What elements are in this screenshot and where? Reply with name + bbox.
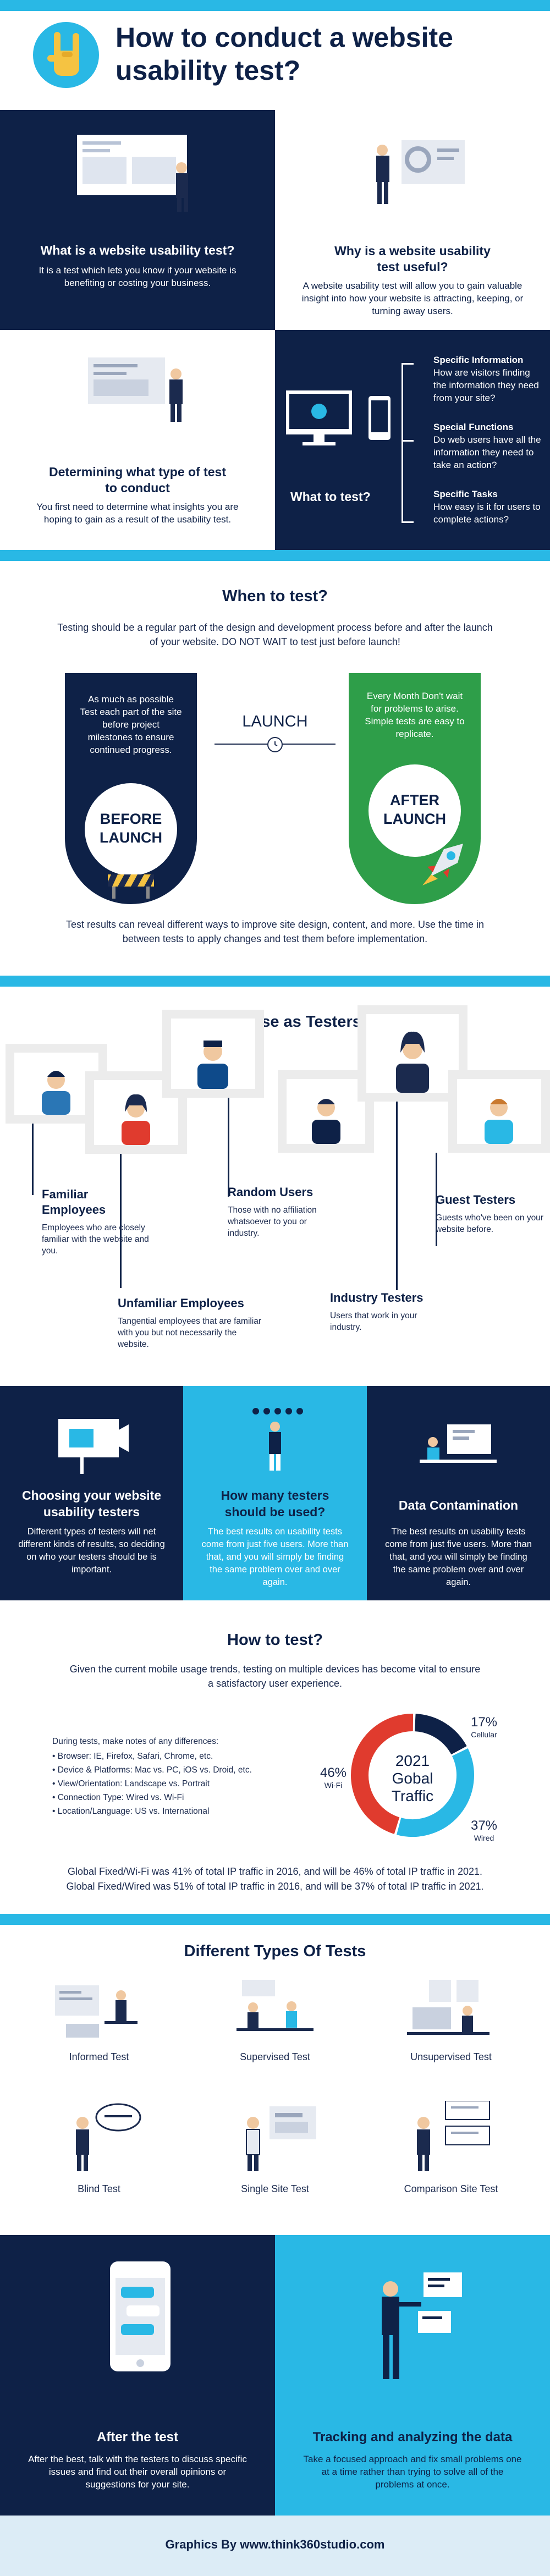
tester-group-guest: Guest Testers Guests who've been on your… [436, 1193, 543, 1234]
list-item: • View/Orientation: Landscape vs. Portra… [52, 1779, 210, 1788]
analytics-illustration [363, 135, 468, 206]
slice-cellular [414, 1714, 467, 1755]
after-launch-text: Every Month Don't wait for problems to a… [365, 691, 465, 739]
test-item-information: Specific Information How are visitors fi… [433, 355, 539, 403]
why-useful-text: A website usability test will allow you … [301, 280, 524, 316]
tracking-text: Take a focused approach and fix small pr… [303, 2454, 522, 2490]
determining-text: You first need to determine what insight… [36, 502, 239, 525]
label-wifi: 46% Wi-Fi [320, 1765, 347, 1790]
phone-chat-icon [99, 2261, 182, 2377]
how-intro: Given the current mobile usage trends, t… [69, 1664, 481, 1689]
when-heading: When to test? [222, 587, 328, 605]
single-site-test-icon [237, 2101, 319, 2172]
before-launch-card: As much as possible Test each part of th… [65, 673, 197, 904]
comparison-site-test-icon [407, 2100, 495, 2172]
presentation-illustration [77, 135, 198, 212]
type-blind: Blind Test [78, 2183, 120, 2194]
type-informed: Informed Test [69, 2051, 129, 2062]
worker-illustration [82, 352, 193, 423]
types-heading: Different Types Of Tests [184, 1942, 366, 1960]
testers-heading: Whom to use as Testers? [179, 1013, 371, 1031]
tester-card-3 [162, 1010, 264, 1098]
after-launch-card: Every Month Don't wait for problems to a… [349, 673, 481, 904]
type-supervised: Supervised Test [240, 2051, 310, 2062]
label-wired: 37% Wired [470, 1818, 498, 1842]
when-intro: Testing should be a regular part of the … [57, 622, 493, 647]
list-item: • Connection Type: Wired vs. Wi-Fi [52, 1793, 184, 1802]
after-test-heading: After the test [96, 2430, 179, 2445]
before-launch-text: As much as possible Test each part of th… [80, 694, 182, 755]
differences-list: During tests, make notes of any differen… [52, 1736, 316, 1817]
when-outro: Test results can reveal different ways t… [65, 919, 485, 944]
tester-card-6 [448, 1070, 550, 1153]
clock-icon [267, 737, 283, 752]
test-item-functions: Special Functions Do web users have all … [433, 422, 541, 470]
informed-test-icon [55, 1980, 143, 2040]
data-contamination-panel: Data Contamination The best results on u… [367, 1386, 550, 1600]
footer-credit: Graphics By www.think360studio.com [165, 2538, 385, 2551]
type-comparison-site: Comparison Site Test [404, 2183, 498, 2194]
footer: Graphics By www.think360studio.com [0, 2516, 550, 2576]
how-heading: How to test? [227, 1631, 323, 1649]
type-single-site: Single Site Test [241, 2183, 309, 2194]
unsupervised-test-icon [407, 1980, 495, 2040]
devices-illustration [286, 385, 396, 451]
how-outro: Global Fixed/Wi-Fi was 41% of total IP t… [66, 1866, 484, 1892]
barrier-icon [108, 871, 154, 899]
testers-group-icon [245, 1406, 305, 1472]
label-cellular: 17% Cellular [470, 1715, 498, 1739]
after-test-text: After the best, talk with the testers to… [28, 2454, 247, 2490]
tester-group-industry: Industry Testers Users that work in your… [330, 1291, 424, 1332]
launch-label: LAUNCH [242, 713, 308, 730]
projector-icon [53, 1413, 130, 1474]
test-item-tasks: Specific Tasks How easy is it for users … [433, 489, 541, 525]
slice-wi-fi [351, 1714, 414, 1834]
tester-card-2 [85, 1071, 187, 1154]
what-to-test-heading: What to test? [290, 489, 371, 504]
supervised-test-icon [231, 1980, 319, 2040]
list-item: • Location/Language: US vs. Internationa… [52, 1807, 210, 1816]
what-to-test-panel: What to test? Specific Information How a… [275, 330, 550, 550]
slice-wired [397, 1748, 474, 1837]
what-is-heading: What is a website usability test? [40, 243, 235, 257]
rock-hand-icon [33, 22, 99, 88]
blind-test-icon [61, 2101, 143, 2172]
choosing-testers-text: Different types of testers will net diff… [18, 1527, 165, 1575]
list-item: • Device & Platforms: Mac vs. PC, iOS vs… [52, 1765, 252, 1775]
after-test-panel: After the test After the best, talk with… [0, 2235, 275, 2516]
type-unsupervised: Unsupervised Test [410, 2051, 492, 2062]
analyzing-person-icon [358, 2261, 468, 2382]
tester-group-unfamiliar: Unfamiliar Employees Tangential employee… [118, 1296, 262, 1349]
list-item: • Browser: IE, Firefox, Safari, Chrome, … [52, 1752, 213, 1761]
tracking-heading: Tracking and analyzing the data [312, 2430, 513, 2445]
how-many-text: The best results on usability tests come… [201, 1527, 349, 1587]
desk-icon [420, 1419, 497, 1474]
what-is-panel: What is a website usability test? It is … [0, 110, 275, 330]
data-contamination-heading: Data Contamination [398, 1498, 519, 1512]
what-is-text: It is a test which lets you know if your… [38, 265, 237, 288]
tester-card-5 [358, 1005, 468, 1102]
data-contamination-text: The best results on usability tests come… [385, 1527, 532, 1587]
tester-group-random: Random Users Those with no affiliation w… [228, 1185, 317, 1238]
rocket-icon [419, 838, 469, 888]
tracking-panel: Tracking and analyzing the data Take a f… [275, 2235, 550, 2516]
donut-svg [351, 1714, 474, 1837]
tester-group-familiar: Familiar Employees Employees who are clo… [42, 1187, 149, 1256]
